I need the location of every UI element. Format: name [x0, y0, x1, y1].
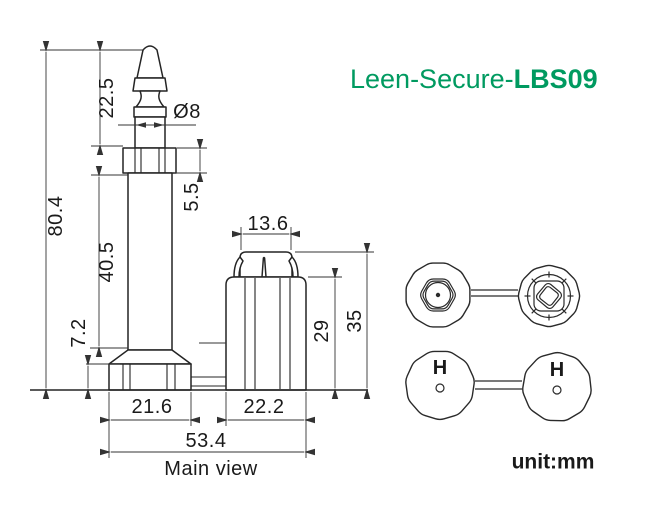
dim-label-total-width: 53.4 — [186, 430, 227, 452]
dim-label-total-height: 80.4 — [45, 196, 67, 237]
dimension-lock-total-height: 35 — [344, 243, 371, 399]
bottom-view-lock: H — [522, 351, 592, 422]
dimension-total-height: 80.4 — [42, 41, 67, 399]
top-view-lock-square — [533, 280, 565, 312]
pin-band2 — [133, 106, 167, 118]
product-title-prefix: Leen-Secure- — [350, 64, 514, 94]
dim-label-base-width: 21.6 — [132, 396, 173, 418]
dim-label-lock-width: 22.2 — [244, 396, 285, 418]
lock-body — [225, 276, 307, 391]
top-view-pin-center-dot — [435, 292, 441, 298]
top-view-lock — [517, 264, 581, 328]
dimension-collar-height: 5.5 — [181, 139, 204, 212]
main-view-label: Main view — [164, 458, 257, 480]
bottom-view-pin-mark: H — [433, 357, 447, 379]
pin-collar — [122, 147, 177, 174]
dimension-diameter: Ø8 — [118, 101, 201, 128]
pin-barb — [135, 90, 165, 108]
dim-label-shaft-height: 40.5 — [96, 242, 118, 283]
product-title: Leen-Secure-LBS09 — [350, 64, 598, 94]
dimension-shaft-height: 40.5 — [95, 166, 118, 357]
unit-label: unit:mm — [512, 451, 595, 474]
top-view-pin-circle — [424, 281, 452, 309]
dim-label-lock-body-height: 29 — [311, 319, 333, 342]
dim-label-lock-total-height: 35 — [344, 309, 366, 332]
pin-cone-tip — [136, 45, 164, 79]
lock-spike-center — [261, 256, 267, 278]
pin-base-flutes — [122, 364, 176, 390]
extension-lines — [40, 49, 374, 458]
bottom-view-pin-dot — [435, 383, 445, 393]
pin-base — [108, 363, 192, 391]
pin-skirt — [108, 349, 192, 365]
dim-label-collar-height: 5.5 — [181, 182, 203, 211]
dimension-lock-body-height: 29 — [311, 268, 339, 399]
dimension-head-height: 22.5 — [96, 41, 118, 155]
bottom-view-lock-outline — [522, 351, 592, 422]
top-view-pin-hex-outer — [420, 278, 456, 312]
top-view-lock-hole-outer — [535, 282, 563, 310]
top-view-pin — [405, 262, 471, 328]
top-views-connector — [471, 289, 518, 297]
pin-lock-connector — [191, 376, 226, 387]
pin-shaft — [127, 172, 173, 351]
lock-claw-right — [288, 256, 299, 278]
dim-label-head-height: 22.5 — [96, 78, 118, 119]
bottom-view-lock-mark: H — [550, 359, 564, 381]
bottom-views-connector — [475, 380, 522, 390]
dimension-base-height: 7.2 — [68, 318, 92, 399]
pin-collar-flutes — [134, 148, 166, 173]
top-view-pin-hex-inner — [422, 280, 454, 310]
lock-claw-left — [233, 256, 244, 278]
lock-main-view — [191, 251, 307, 391]
lock-body-flutes — [244, 278, 291, 389]
product-title-model: LBS09 — [514, 64, 598, 94]
pin-head-band — [132, 77, 168, 92]
dimension-total-width: 53.4 — [100, 430, 315, 456]
top-view-lock-ticks — [524, 271, 574, 321]
dimension-base-width: 21.6 — [100, 396, 200, 424]
dimension-cap-width: 13.6 — [232, 213, 300, 238]
top-view-lock-hole-inner — [539, 286, 559, 306]
dim-label-cap-width: 13.6 — [248, 213, 289, 235]
bottom-view-pin: H — [405, 350, 475, 421]
dim-label-base-height: 7.2 — [68, 318, 90, 347]
dim-label-diameter: Ø8 — [173, 101, 201, 123]
dimension-lock-width: 22.2 — [217, 396, 315, 424]
bottom-view-pin-outline — [405, 350, 475, 421]
pin-neck — [134, 116, 166, 149]
bottom-view-lock-dot — [552, 385, 562, 395]
pin-main-view — [108, 45, 192, 391]
